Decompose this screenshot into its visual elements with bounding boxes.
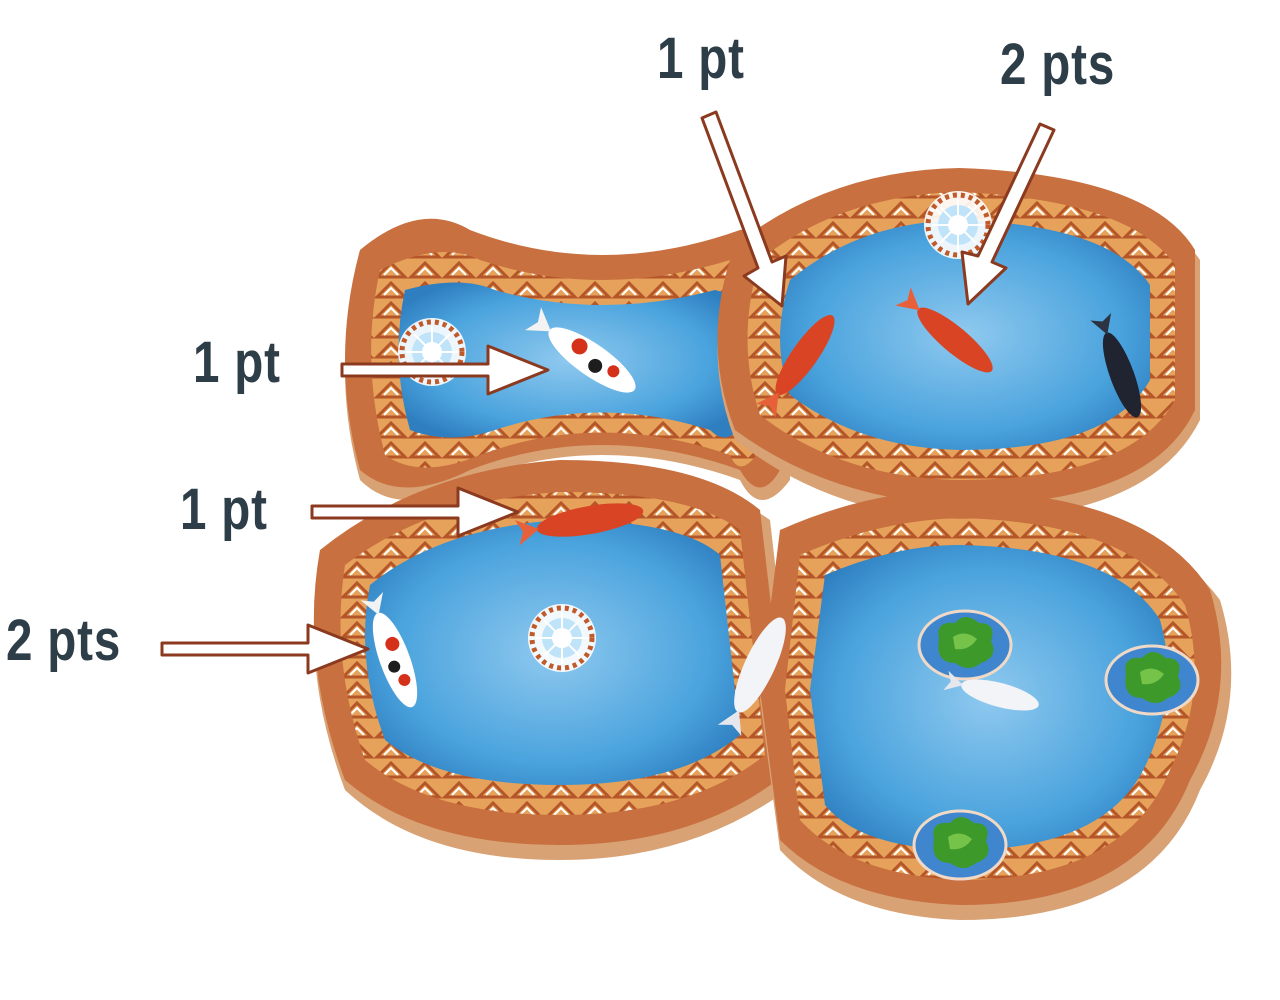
tile-lower-left [313,460,800,860]
label-left-1pt-middle: 1 pt [180,477,268,542]
koi-white-middle [717,617,786,736]
koi-kohaku-lower [360,591,418,708]
arrow-top-2pts [960,122,1056,306]
arrow-left-2pts [160,623,370,675]
koi-red-top-left [756,314,835,418]
koi-red-middle [514,503,644,546]
arrow-top-1pt [700,110,788,308]
label-left-2pts: 2 pts [6,608,122,673]
koi-red-top-right [895,287,993,373]
koi-white-lower-right [943,670,1039,711]
arrow-left-1pt-upper [340,344,550,396]
label-top-2pts: 2 pts [1000,32,1116,97]
label-left-1pt-upper: 1 pt [193,330,281,395]
koi-black [1090,312,1142,418]
arrow-left-1pt-middle [310,486,520,538]
label-top-1pt: 1 pt [657,26,745,91]
koi-kohaku-upper [524,307,636,393]
